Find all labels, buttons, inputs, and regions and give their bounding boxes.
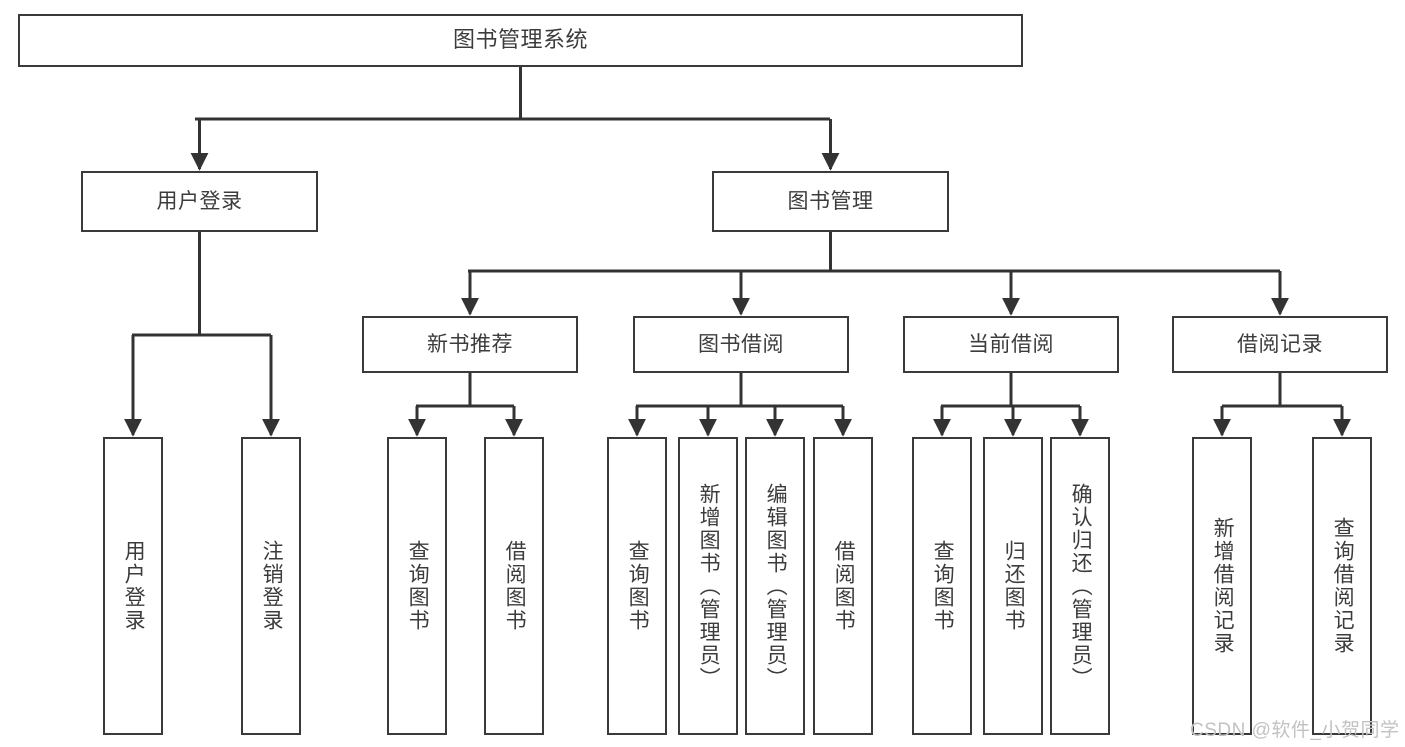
node-leaf-query-record[interactable]: 查询借阅记录 — [1312, 437, 1372, 735]
node-label: 归还图书 — [1002, 540, 1026, 632]
node-label: 当前借阅 — [968, 332, 1054, 356]
node-new-book-recommend[interactable]: 新书推荐 — [362, 316, 578, 373]
node-label: 注销登录 — [260, 540, 284, 632]
node-root[interactable]: 图书管理系统 — [18, 14, 1023, 67]
node-label: 确认归还（管理员） — [1069, 482, 1093, 690]
node-leaf-edit-book[interactable]: 编辑图书（管理员） — [745, 437, 805, 735]
node-book-borrow[interactable]: 图书借阅 — [633, 316, 849, 373]
node-leaf-query-book-3[interactable]: 查询图书 — [912, 437, 972, 735]
node-label: 查询图书 — [931, 540, 955, 632]
node-label: 新增图书（管理员） — [697, 482, 721, 690]
node-leaf-query-book-1[interactable]: 查询图书 — [387, 437, 447, 735]
node-label: 编辑图书（管理员） — [764, 482, 788, 690]
node-label: 图书管理系统 — [452, 27, 588, 53]
node-current-borrow[interactable]: 当前借阅 — [903, 316, 1119, 373]
watermark-text: CSDN @软件_小贺同学 — [1190, 720, 1400, 741]
node-label: 图书管理 — [787, 189, 874, 213]
node-user-login[interactable]: 用户登录 — [81, 171, 318, 232]
node-book-management[interactable]: 图书管理 — [712, 171, 949, 232]
node-label: 新书推荐 — [427, 332, 513, 356]
node-label: 查询图书 — [406, 540, 430, 632]
node-label: 借阅图书 — [832, 540, 856, 632]
node-label: 新增借阅记录 — [1211, 517, 1235, 655]
node-leaf-add-book[interactable]: 新增图书（管理员） — [678, 437, 738, 735]
node-label: 用户登录 — [122, 540, 146, 632]
node-leaf-return-book[interactable]: 归还图书 — [983, 437, 1043, 735]
node-label: 借阅图书 — [503, 540, 527, 632]
node-leaf-user-logout[interactable]: 注销登录 — [241, 437, 301, 735]
node-leaf-add-record[interactable]: 新增借阅记录 — [1192, 437, 1252, 735]
node-leaf-user-login[interactable]: 用户登录 — [103, 437, 163, 735]
node-label: 查询借阅记录 — [1331, 517, 1355, 655]
node-leaf-borrow-book-2[interactable]: 借阅图书 — [813, 437, 873, 735]
node-leaf-borrow-book-1[interactable]: 借阅图书 — [484, 437, 544, 735]
connector-lines — [124, 67, 1351, 437]
node-label: 用户登录 — [156, 189, 243, 213]
node-borrow-records[interactable]: 借阅记录 — [1172, 316, 1388, 373]
node-leaf-query-book-2[interactable]: 查询图书 — [607, 437, 667, 735]
node-leaf-confirm-return[interactable]: 确认归还（管理员） — [1050, 437, 1110, 735]
node-label: 图书借阅 — [698, 332, 784, 356]
node-label: 查询图书 — [626, 540, 650, 632]
node-label: 借阅记录 — [1237, 332, 1323, 356]
